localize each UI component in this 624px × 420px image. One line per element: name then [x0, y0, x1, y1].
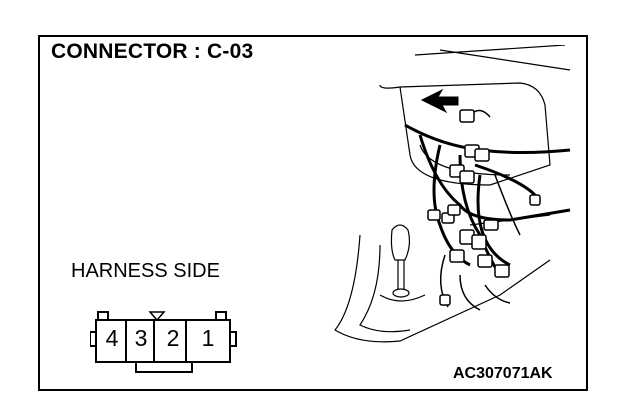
pin-2-label: 2: [166, 325, 180, 351]
diagram-frame: [38, 35, 588, 391]
connector-face-diagram: [90, 311, 237, 373]
illustration-code: AC307071AK: [453, 365, 553, 382]
pin-1-label: 1: [201, 325, 215, 351]
pin-3-label: 3: [134, 325, 148, 351]
pointer-arrow-icon: [420, 88, 459, 114]
center-console-outline: [334, 234, 551, 343]
shift-lever-icon: [390, 224, 411, 261]
polarity-triangle-icon: [148, 311, 166, 322]
harness-side-label: HARNESS SIDE: [71, 260, 220, 282]
connector-title: CONNECTOR : C-03: [51, 40, 254, 63]
connector-c03-icon: [459, 109, 475, 123]
pin-4-label: 4: [105, 325, 119, 351]
dashboard-outline: [414, 45, 566, 56]
vehicle-console-illustration: [334, 45, 571, 343]
